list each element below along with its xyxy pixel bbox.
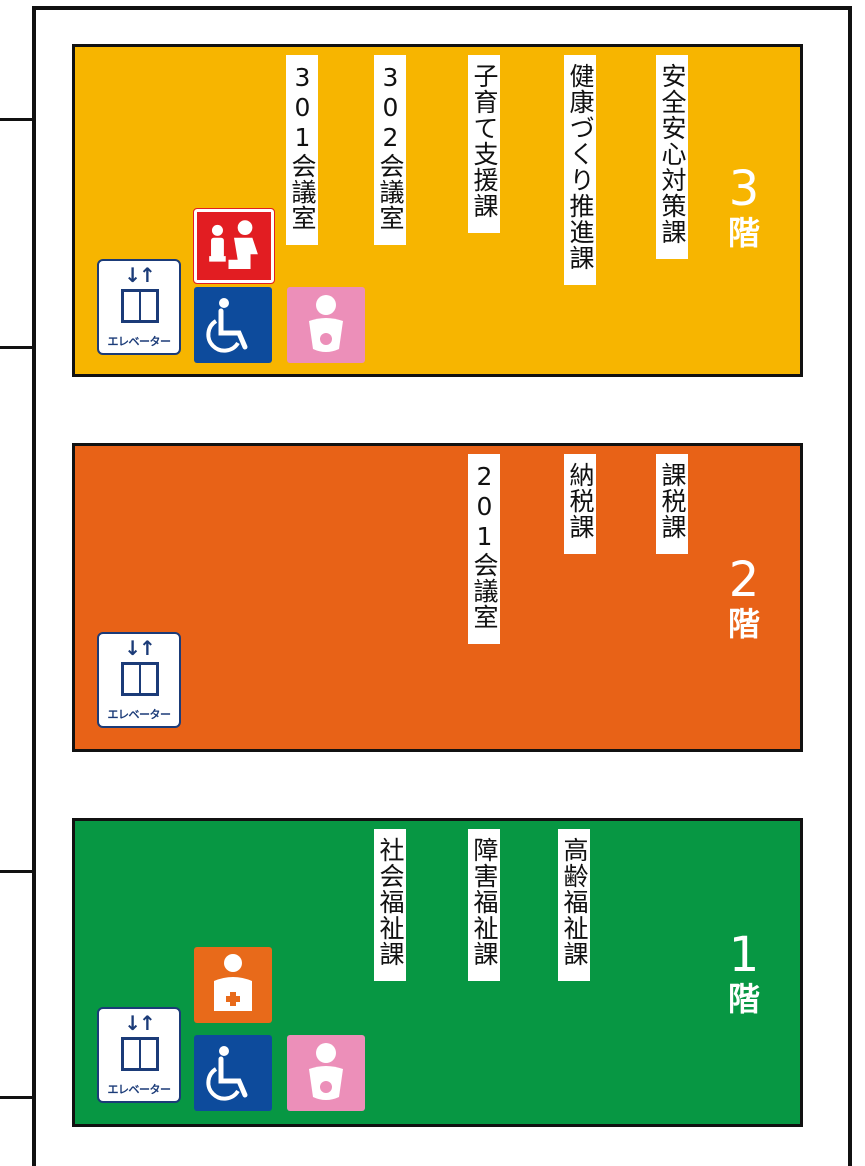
- room-label: 安全安心対策課: [656, 55, 688, 259]
- floor-2-panel: 課税課 納税課 201会議室 2 階 ↓↑ エレベーター: [72, 443, 803, 752]
- elevator-label: エレベーター: [107, 708, 172, 721]
- room-label-text: 安全安心対策課: [658, 63, 687, 245]
- room-label: 課税課: [656, 454, 688, 554]
- room-label-text: 子育て支援課: [470, 63, 499, 219]
- floor-number: 1: [728, 927, 760, 983]
- floor-number: 3: [728, 161, 760, 217]
- room-label-text: 障害福祉課: [470, 837, 499, 967]
- elevator-arrows: ↓↑: [124, 263, 156, 287]
- floor-label: 2 階: [716, 556, 772, 640]
- floor-label: 3 階: [716, 165, 772, 249]
- floor-label: 1 階: [716, 931, 772, 1015]
- wheelchair-icon: [194, 1035, 272, 1111]
- elevator-door: [121, 1037, 159, 1071]
- external-line: [0, 118, 32, 121]
- floor-kai: 階: [727, 980, 760, 1018]
- room-label: 301会議室: [286, 55, 318, 245]
- room-label-text: 納税課: [566, 462, 595, 540]
- elevator-door: [121, 662, 159, 696]
- floor-kai: 階: [727, 214, 760, 252]
- elevator-label: エレベーター: [107, 335, 172, 348]
- floor-kai: 階: [727, 605, 760, 643]
- baby-icon: [287, 1035, 365, 1111]
- room-label: 社会福祉課: [374, 829, 406, 981]
- elevator-arrows: ↓↑: [124, 636, 156, 660]
- room-label: 302会議室: [374, 55, 406, 245]
- external-line: [0, 1096, 32, 1099]
- building-frame: [32, 6, 852, 1166]
- room-label: 障害福祉課: [468, 829, 500, 981]
- elevator-arrows: ↓↑: [124, 1011, 156, 1035]
- external-line: [0, 346, 32, 349]
- baby-icon: [287, 287, 365, 363]
- external-line: [0, 870, 32, 873]
- room-label-text: 201会議室: [470, 462, 499, 630]
- room-label-text: 課税課: [658, 462, 687, 540]
- elevator-icon: ↓↑ エレベーター: [97, 1007, 181, 1103]
- floor-number: 2: [728, 552, 760, 608]
- room-label-text: 302会議室: [376, 63, 405, 231]
- room-label-text: 301会議室: [288, 63, 317, 231]
- floor-3-panel: 安全安心対策課 健康づくり推進課 子育て支援課 302会議室 301会議室 3 …: [72, 44, 803, 377]
- floor-1-panel: 高齢福祉課 障害福祉課 社会福祉課 1 階 ↓↑ エレベーター: [72, 818, 803, 1127]
- room-label-text: 健康づくり推進課: [566, 63, 595, 271]
- counseling-icon: [193, 208, 275, 284]
- room-label-text: 高齢福祉課: [560, 837, 589, 967]
- room-label-text: 社会福祉課: [376, 837, 405, 967]
- room-label: 子育て支援課: [468, 55, 500, 233]
- room-label: 健康づくり推進課: [564, 55, 596, 285]
- room-label: 201会議室: [468, 454, 500, 644]
- elevator-door: [121, 289, 159, 323]
- room-label: 納税課: [564, 454, 596, 554]
- room-label: 高齢福祉課: [558, 829, 590, 981]
- wheelchair-icon: [194, 287, 272, 363]
- elevator-icon: ↓↑ エレベーター: [97, 632, 181, 728]
- elevator-label: エレベーター: [107, 1083, 172, 1096]
- first-aid-icon: [194, 947, 272, 1023]
- elevator-icon: ↓↑ エレベーター: [97, 259, 181, 355]
